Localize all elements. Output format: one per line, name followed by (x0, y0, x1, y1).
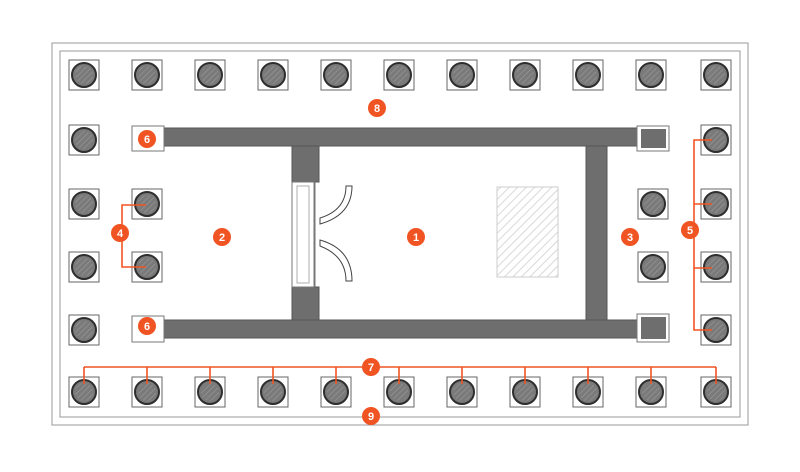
marker-8: 8 (368, 99, 386, 117)
doorway (291, 181, 315, 288)
marker-1-label: 1 (413, 232, 419, 244)
column (700, 124, 732, 156)
column (446, 376, 478, 408)
bottom-wall (161, 319, 641, 339)
marker-4-label: 4 (117, 228, 124, 240)
marker-9-label: 9 (368, 411, 374, 423)
column (68, 124, 100, 156)
column (509, 59, 541, 91)
marker-2: 2 (213, 228, 231, 246)
cult-statue-base (496, 186, 559, 278)
column (700, 376, 732, 408)
marker-6-top: 6 (138, 130, 156, 148)
marker-2-label: 2 (219, 232, 225, 244)
column (131, 188, 163, 220)
column (700, 59, 732, 91)
column (320, 59, 352, 91)
column (635, 59, 667, 91)
column (383, 59, 415, 91)
marker-6-bottom-label: 6 (144, 321, 150, 333)
column (68, 59, 100, 91)
marker-3-label: 3 (627, 232, 633, 244)
column (572, 59, 604, 91)
leader-lines (83, 139, 717, 384)
top-wall (161, 127, 641, 147)
marker-5-label: 5 (687, 225, 693, 237)
marker-7: 7 (362, 358, 380, 376)
outer-platform-outline (51, 42, 749, 426)
column (257, 59, 289, 91)
column (700, 251, 732, 283)
cella-walls (131, 125, 670, 343)
column (637, 188, 669, 220)
callout-markers: 1 2 3 4 5 6 6 7 8 9 (111, 99, 699, 425)
column (637, 251, 669, 283)
front-cross-wall-top (291, 145, 320, 183)
marker-1: 1 (407, 228, 425, 246)
column (131, 59, 163, 91)
marker-8-label: 8 (374, 103, 380, 115)
column (68, 251, 100, 283)
rear-cross-wall (585, 145, 608, 321)
marker-3: 3 (621, 228, 639, 246)
marker-6-bottom: 6 (138, 317, 156, 335)
marker-6-top-label: 6 (144, 134, 150, 146)
front-cross-wall-bottom (291, 286, 320, 321)
inner-platform-outline (59, 50, 741, 418)
marker-7-label: 7 (368, 362, 374, 374)
column (68, 188, 100, 220)
column (131, 251, 163, 283)
marker-5: 5 (681, 221, 699, 239)
door-swing-bottom (319, 239, 353, 282)
column (194, 59, 226, 91)
door-swing-top (319, 185, 353, 225)
column (320, 376, 352, 408)
peristyle-columns (68, 59, 732, 408)
column (68, 314, 100, 346)
marker-9: 9 (362, 407, 380, 425)
column (446, 59, 478, 91)
marker-4: 4 (111, 224, 129, 242)
